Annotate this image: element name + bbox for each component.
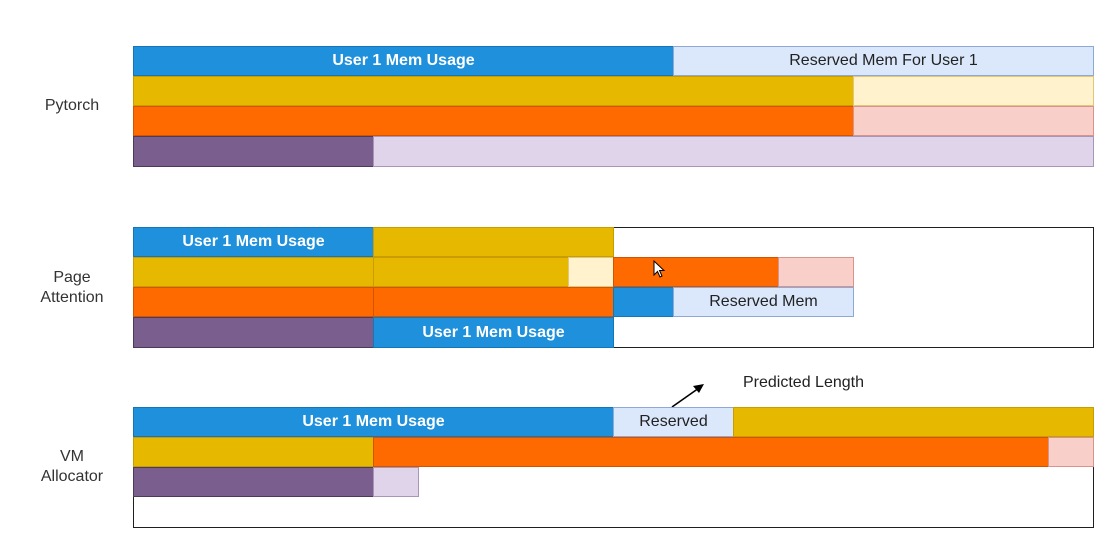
pa-user1-usage-bottom-label: User 1 Mem Usage [422, 323, 565, 341]
pytorch-user1-usage-label: User 1 Mem Usage [332, 52, 475, 69]
pytorch-reserved-user1-label: Reserved Mem For User 1 [789, 52, 978, 69]
pytorch-user3-reserved [853, 106, 1094, 136]
pa-purple-page [133, 317, 374, 348]
label-page-attention-line2: Attention [40, 289, 104, 306]
vm-user1-usage-label: User 1 Mem Usage [302, 413, 445, 430]
label-vm-allocator: VM Allocator [30, 447, 114, 487]
pa-user1-usage-bottom: User 1 Mem Usage [373, 317, 614, 348]
predicted-length-arrow-icon [671, 384, 704, 408]
pa-orange-page-1 [613, 257, 779, 287]
vm-gold-usage [733, 407, 1094, 437]
pytorch-user4-reserved [373, 136, 1094, 167]
pa-reserved-mem: Reserved Mem [673, 287, 854, 317]
label-page-attention-line1: Page [53, 269, 91, 286]
pa-orange-page-3 [373, 287, 614, 317]
pa-gold-reserved [568, 257, 614, 287]
mouse-cursor-icon [653, 260, 666, 278]
label-pytorch: Pytorch [30, 96, 114, 116]
pa-user1-usage-top-label: User 1 Mem Usage [182, 233, 325, 250]
pa-gold-page-3 [373, 257, 569, 287]
label-vm-line1: VM [60, 448, 84, 465]
vm-purple-usage [133, 467, 374, 497]
predicted-length-label: Predicted Length [743, 374, 864, 392]
pa-gold-page-1 [373, 227, 614, 257]
vm-reserved-label: Reserved [639, 413, 708, 430]
pytorch-user3-usage [133, 106, 854, 136]
label-pytorch-text: Pytorch [44, 97, 100, 114]
vm-purple-reserved [373, 467, 419, 497]
pa-user1-usage-top: User 1 Mem Usage [133, 227, 374, 257]
label-vm-line2: Allocator [40, 468, 104, 485]
vm-user1-usage: User 1 Mem Usage [133, 407, 614, 437]
vm-orange-reserved [1048, 437, 1094, 467]
pa-orange-page-2 [133, 287, 374, 317]
vm-reserved: Reserved [613, 407, 734, 437]
pytorch-user2-usage [133, 76, 854, 106]
pytorch-reserved-user1: Reserved Mem For User 1 [673, 46, 1094, 76]
pytorch-user1-usage: User 1 Mem Usage [133, 46, 674, 76]
pa-blue-page-small [613, 287, 674, 317]
pa-orange-reserved [778, 257, 854, 287]
label-page-attention: Page Attention [30, 268, 114, 308]
vm-gold-usage-2 [133, 437, 374, 467]
pytorch-user4-usage [133, 136, 374, 167]
vm-orange-usage [373, 437, 1049, 467]
predicted-length-text: Predicted Length [743, 374, 864, 391]
pa-reserved-mem-label: Reserved Mem [709, 293, 818, 310]
pa-gold-page-2 [133, 257, 374, 287]
pytorch-user2-reserved [853, 76, 1094, 106]
